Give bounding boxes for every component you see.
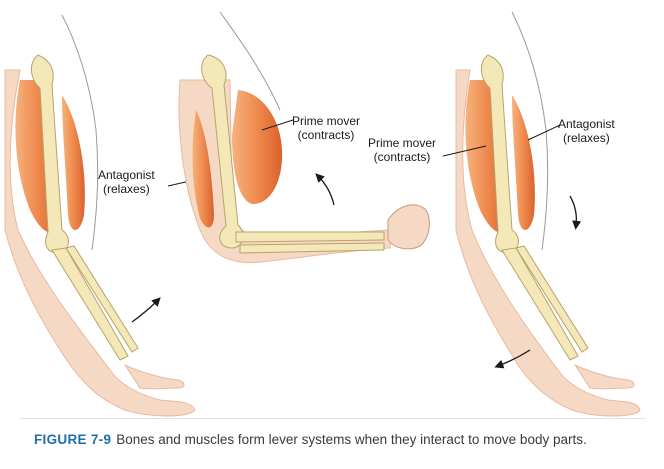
arm-1-skin-outline xyxy=(61,14,99,251)
caption-text: Bones and muscles form lever systems whe… xyxy=(116,432,587,447)
arm-2-muscle-biceps xyxy=(232,90,283,205)
arm-1-extended xyxy=(4,14,196,417)
arm-2-flexed xyxy=(178,11,430,264)
arm-3-prime-mover-label: Prime mover (contracts) xyxy=(368,136,437,164)
arm-2-prime-mover-label: Prime mover (contracts) xyxy=(292,114,361,142)
arm-3-prime-mover-leader xyxy=(442,145,487,157)
arm-3-skin-outline xyxy=(511,11,549,251)
arm-2-prime-mover-leader xyxy=(261,119,294,131)
arm-1-forearm-bones xyxy=(51,245,139,361)
caption-divider xyxy=(20,418,646,419)
arm-2-skin-outline xyxy=(219,11,281,111)
arm-2-motion-arrow xyxy=(315,173,335,206)
arm-3-forearm-bones xyxy=(501,245,589,361)
arm-2-forearm-bones xyxy=(235,231,385,254)
arm-2-humerus xyxy=(201,54,244,249)
arm-2-fist xyxy=(387,204,430,250)
arm-3-muscle-triceps xyxy=(512,95,535,230)
arm-1-skin xyxy=(4,69,196,417)
arm-3-extending xyxy=(455,11,641,417)
arm-2-muscle-triceps xyxy=(192,110,214,228)
arm-3-antagonist-leader xyxy=(527,124,561,141)
figure-number: FIGURE 7-9 xyxy=(34,432,112,447)
arm-1-muscle-triceps xyxy=(62,95,85,230)
arm-3-motion-arrow-hand xyxy=(494,349,531,369)
arm-3-antagonist-label: Antagonist (relaxes) xyxy=(558,117,615,145)
arm-3-hand xyxy=(573,363,635,390)
arm-1-antagonist-label: Antagonist (relaxes) xyxy=(98,168,155,196)
arm-3-motion-arrow-elbow xyxy=(569,195,582,230)
arm-3-skin xyxy=(455,69,641,417)
arm-1-hand xyxy=(123,363,185,390)
figure-caption: FIGURE 7-9 Bones and muscles form lever s… xyxy=(34,432,587,447)
arm-1-motion-arrow xyxy=(131,297,161,323)
